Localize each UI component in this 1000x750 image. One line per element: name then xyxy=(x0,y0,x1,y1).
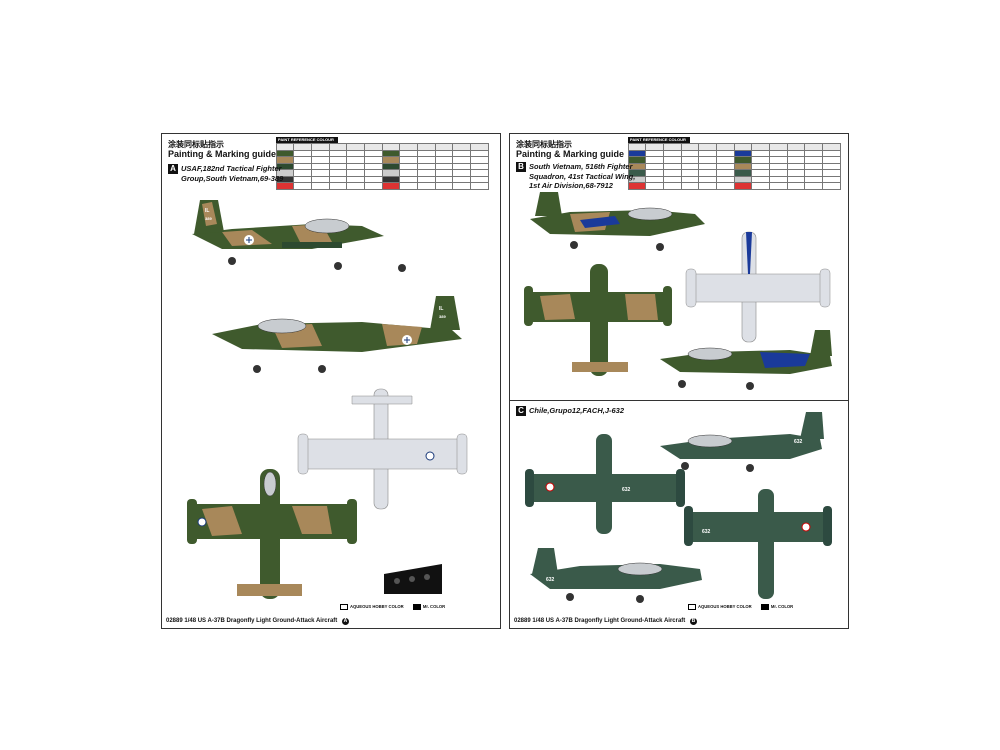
table-row xyxy=(628,162,841,170)
aircraft-side-view-b1 xyxy=(530,192,705,251)
scheme-b-badge: B xyxy=(516,162,526,172)
aircraft-drawings-left: IL 389 IL 389 xyxy=(187,200,468,599)
aircraft-side-view-2 xyxy=(212,296,462,373)
title-cn: 涂装同标贴指示 xyxy=(168,140,224,149)
tail-serial-1: 389 xyxy=(205,216,212,221)
aircraft-top-view-b xyxy=(524,264,672,376)
mr-color-legend-swatch xyxy=(760,604,769,610)
table-cell xyxy=(276,182,294,190)
section-divider xyxy=(510,400,848,401)
page-badge: B xyxy=(689,618,697,625)
tail-code-c2: 632 xyxy=(622,487,631,493)
color-legend: AQUEOUS HOBBY COLOR Mr. COLOR xyxy=(340,604,445,610)
aircraft-underside-view xyxy=(297,388,468,510)
tail-code-1: IL xyxy=(205,208,209,214)
paint-table-caption: PAINT REFERENCE COLOUR xyxy=(276,137,338,143)
aircraft-top-view-c xyxy=(525,434,685,534)
tail-serial-2: 389 xyxy=(439,314,446,319)
tail-code-c3: 632 xyxy=(702,529,711,535)
paint-reference-table xyxy=(276,143,489,190)
aircraft-underside-view-b xyxy=(685,231,831,343)
title-cn: 涂装同标贴指示 xyxy=(516,140,572,149)
aqueous-legend-swatch xyxy=(340,604,348,610)
table-cell xyxy=(470,182,489,190)
aircraft-top-view xyxy=(187,469,357,599)
instrument-panel-diagram xyxy=(384,564,442,594)
tail-code-c1: 632 xyxy=(794,439,803,445)
tail-code-2: IL xyxy=(439,306,443,312)
mr-color-legend-swatch xyxy=(412,604,421,610)
sheet-footer: 02889 1/48 US A-37B Dragonfly Light Grou… xyxy=(166,618,349,625)
tail-code-c4: 632 xyxy=(546,577,555,583)
table-cell xyxy=(733,182,752,190)
table-cell xyxy=(628,182,646,190)
aircraft-side-view-c1 xyxy=(660,412,824,472)
table-row xyxy=(628,149,841,157)
scheme-a-badge: A xyxy=(168,164,178,174)
aircraft-underside-view-c xyxy=(684,489,832,599)
aircraft-side-view-b2 xyxy=(660,330,832,390)
table-row xyxy=(276,149,489,157)
aircraft-side-view-1 xyxy=(192,200,406,272)
paint-table-caption: PAINT REFERENCE COLOUR xyxy=(628,137,690,143)
paint-reference-table xyxy=(628,143,841,190)
sheet-footer: 02889 1/48 US A-37B Dragonfly Light Grou… xyxy=(514,618,697,625)
aircraft-side-view-c2 xyxy=(530,548,702,603)
instruction-sheet-right: 涂装同标贴指示 Painting & Marking guide PAINT R… xyxy=(509,133,849,629)
table-row xyxy=(628,143,841,151)
table-cell xyxy=(822,182,841,190)
color-legend: AQUEOUS HOBBY COLOR Mr. COLOR xyxy=(688,604,793,610)
aircraft-drawings-right: 632 632 632 632 xyxy=(524,192,832,603)
table-cell xyxy=(381,182,400,190)
page-badge: A xyxy=(341,618,349,625)
title-en: Painting & Marking guide xyxy=(168,149,277,159)
scheme-c-badge: C xyxy=(516,406,526,416)
title-en: Painting & Marking guide xyxy=(516,149,625,159)
instruction-sheet-left: 涂装同标贴指示 Painting & Marking guide PAINT R… xyxy=(161,133,501,629)
table-row xyxy=(628,182,841,190)
aqueous-legend-swatch xyxy=(688,604,696,610)
table-row xyxy=(276,169,489,177)
table-row xyxy=(276,182,489,190)
